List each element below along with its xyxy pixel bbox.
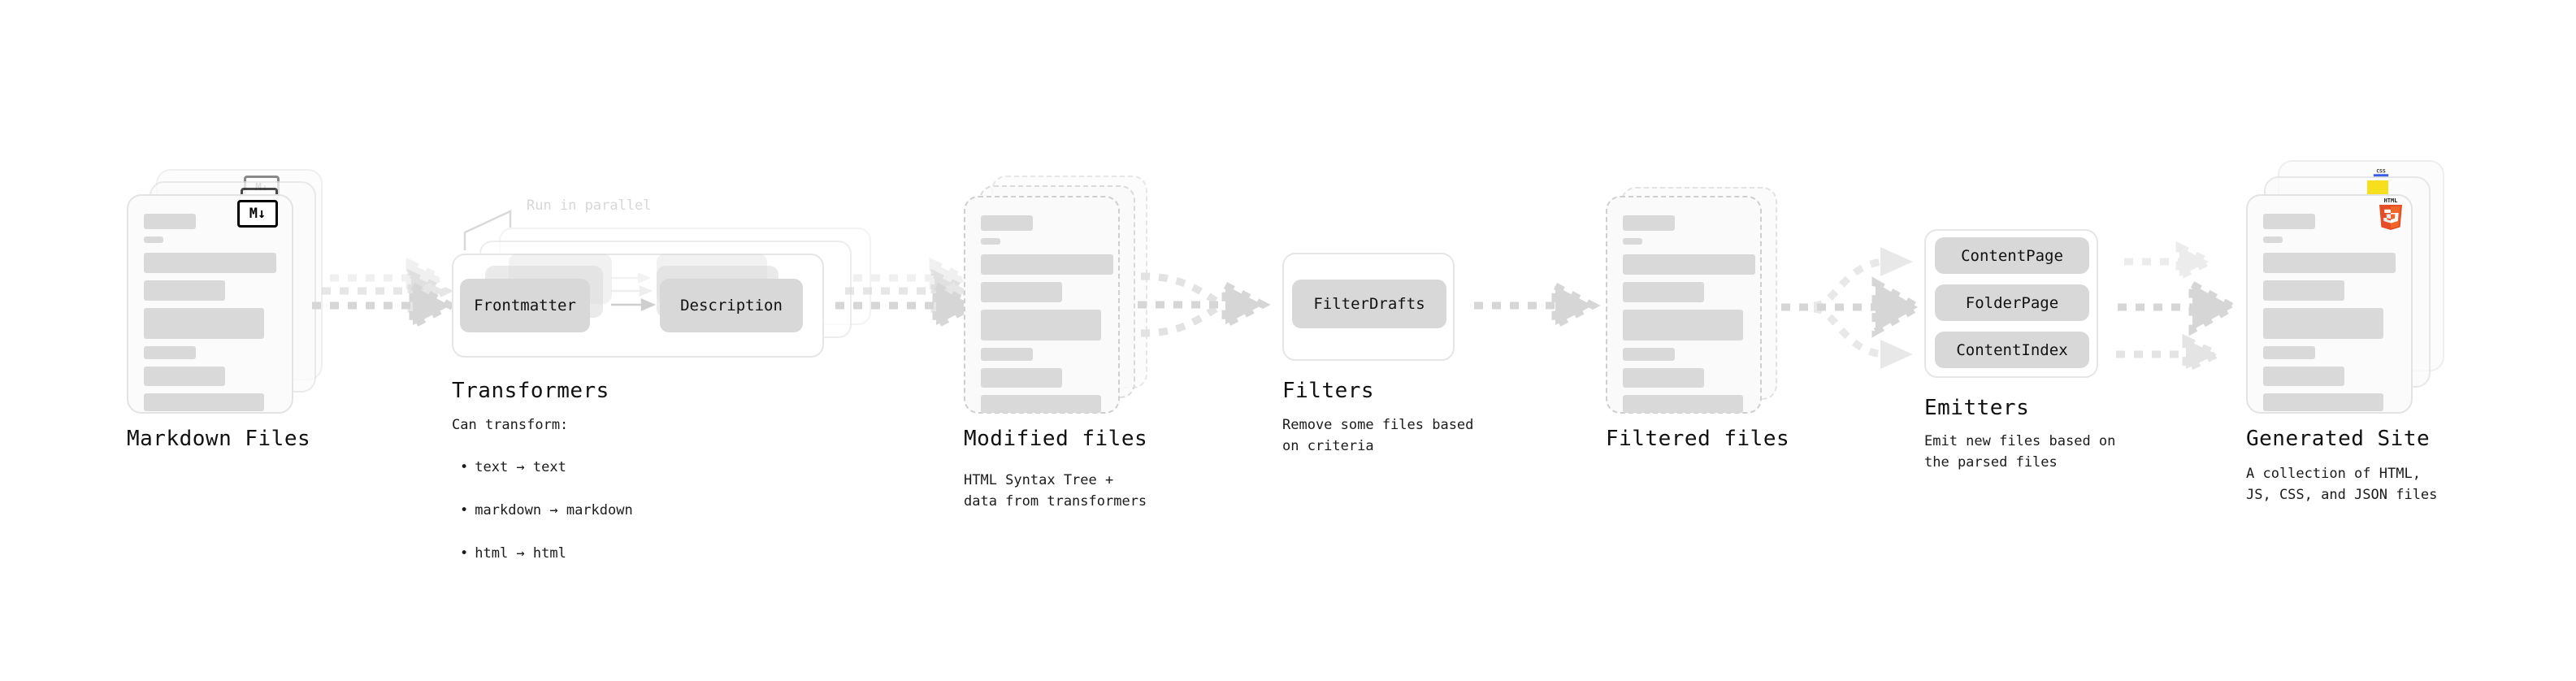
bar <box>144 346 196 359</box>
svg-text:CSS: CSS <box>2376 167 2386 174</box>
stage-desc-emitters: Emit new files based on the parsed files <box>1924 433 2116 471</box>
html5-icon: HTML <box>2379 197 2402 230</box>
stage-title-emitters: Emitters <box>1924 396 2030 420</box>
bar <box>2263 308 2383 339</box>
stage-desc-transformers: Can transform: <box>452 417 569 433</box>
bar <box>1623 348 1675 361</box>
file-card-front <box>964 196 1120 414</box>
bar <box>1623 282 1704 302</box>
file-card-front <box>2246 194 2413 414</box>
emitter-pill-folderpage[interactable]: FolderPage <box>1935 284 2089 321</box>
bar <box>981 215 1033 231</box>
bar <box>1623 254 1755 275</box>
connector-filters-to-filtered-files <box>1474 280 1601 332</box>
filter-pill-filterdrafts[interactable]: FilterDrafts <box>1292 280 1446 328</box>
stage-title-markdown-files: Markdown Files <box>127 427 311 451</box>
bar <box>981 310 1101 340</box>
parallel-annotation: Run in parallel <box>527 197 652 214</box>
stage-desc-filters: Remove some files based on criteria <box>1282 417 1474 455</box>
bar <box>2263 253 2396 273</box>
connector-filtered-files-to-emitters <box>1781 247 1926 369</box>
svg-text:JS: JS <box>2373 185 2383 194</box>
parallel-leader-line <box>463 210 512 250</box>
card-placeholder-bars <box>1623 215 1755 420</box>
bar <box>144 308 264 339</box>
bar <box>144 280 225 301</box>
card-placeholder-bars <box>981 215 1113 420</box>
card-placeholder-bars <box>144 214 276 419</box>
css-icon: CSS <box>2373 167 2389 177</box>
bar <box>981 238 1000 245</box>
emitter-pill-contentindex[interactable]: ContentIndex <box>1935 332 2089 368</box>
connector-modified-files-to-filters <box>1138 272 1271 337</box>
stage-desc-modified-files: HTML Syntax Tree + data from transformer… <box>964 472 1147 510</box>
stage-title-modified-files: Modified files <box>964 427 1148 451</box>
bar <box>2263 280 2344 301</box>
transformers-bullet-list: •text → text •markdown → markdown •html … <box>460 436 633 585</box>
bar <box>981 395 1101 413</box>
bar <box>144 253 276 273</box>
stage-title-generated-site: Generated Site <box>2246 427 2431 451</box>
bar <box>981 368 1062 388</box>
bar <box>1623 395 1743 413</box>
bar <box>144 393 264 411</box>
connector-transformers-to-modified-files <box>835 257 982 332</box>
card-placeholder-bars <box>2263 214 2396 419</box>
js-icon: JS <box>2367 180 2388 195</box>
file-card-front <box>127 194 293 414</box>
bar <box>2263 393 2383 411</box>
connector-markdown-to-transformers <box>312 257 458 332</box>
bar <box>1623 368 1704 388</box>
transformers-bullet-item: •html → html <box>460 544 566 562</box>
emitter-pill-contentpage[interactable]: ContentPage <box>1935 237 2089 274</box>
bar <box>2263 367 2344 386</box>
bar <box>144 236 163 243</box>
markdown-icon: M↓ <box>237 200 278 228</box>
transformer-pill-description[interactable]: Description <box>660 279 803 332</box>
svg-text:HTML: HTML <box>2384 197 2398 204</box>
transformer-pill-frontmatter[interactable]: Frontmatter <box>460 279 590 332</box>
bar <box>2263 214 2315 229</box>
bar <box>1623 310 1743 340</box>
bar <box>981 348 1033 361</box>
bar <box>1623 215 1675 231</box>
stage-title-filtered-files: Filtered files <box>1606 427 1790 451</box>
bar <box>2263 236 2283 243</box>
stage-title-filters: Filters <box>1282 379 1375 403</box>
transformers-bullet-item: •text → text <box>460 459 566 476</box>
bar <box>981 282 1062 302</box>
transformer-inner-arrows <box>611 272 657 311</box>
bar <box>144 367 225 386</box>
stage-title-transformers: Transformers <box>452 379 609 403</box>
stage-desc-generated-site: A collection of HTML, JS, CSS, and JSON … <box>2246 466 2438 504</box>
transformers-bullet-item: •markdown → markdown <box>460 502 633 519</box>
bar <box>2263 346 2315 359</box>
bar <box>144 214 196 229</box>
bar <box>981 254 1113 275</box>
bar <box>1623 238 1642 245</box>
connector-emitters-to-generated-site <box>2116 241 2241 375</box>
file-card-front <box>1606 196 1762 414</box>
